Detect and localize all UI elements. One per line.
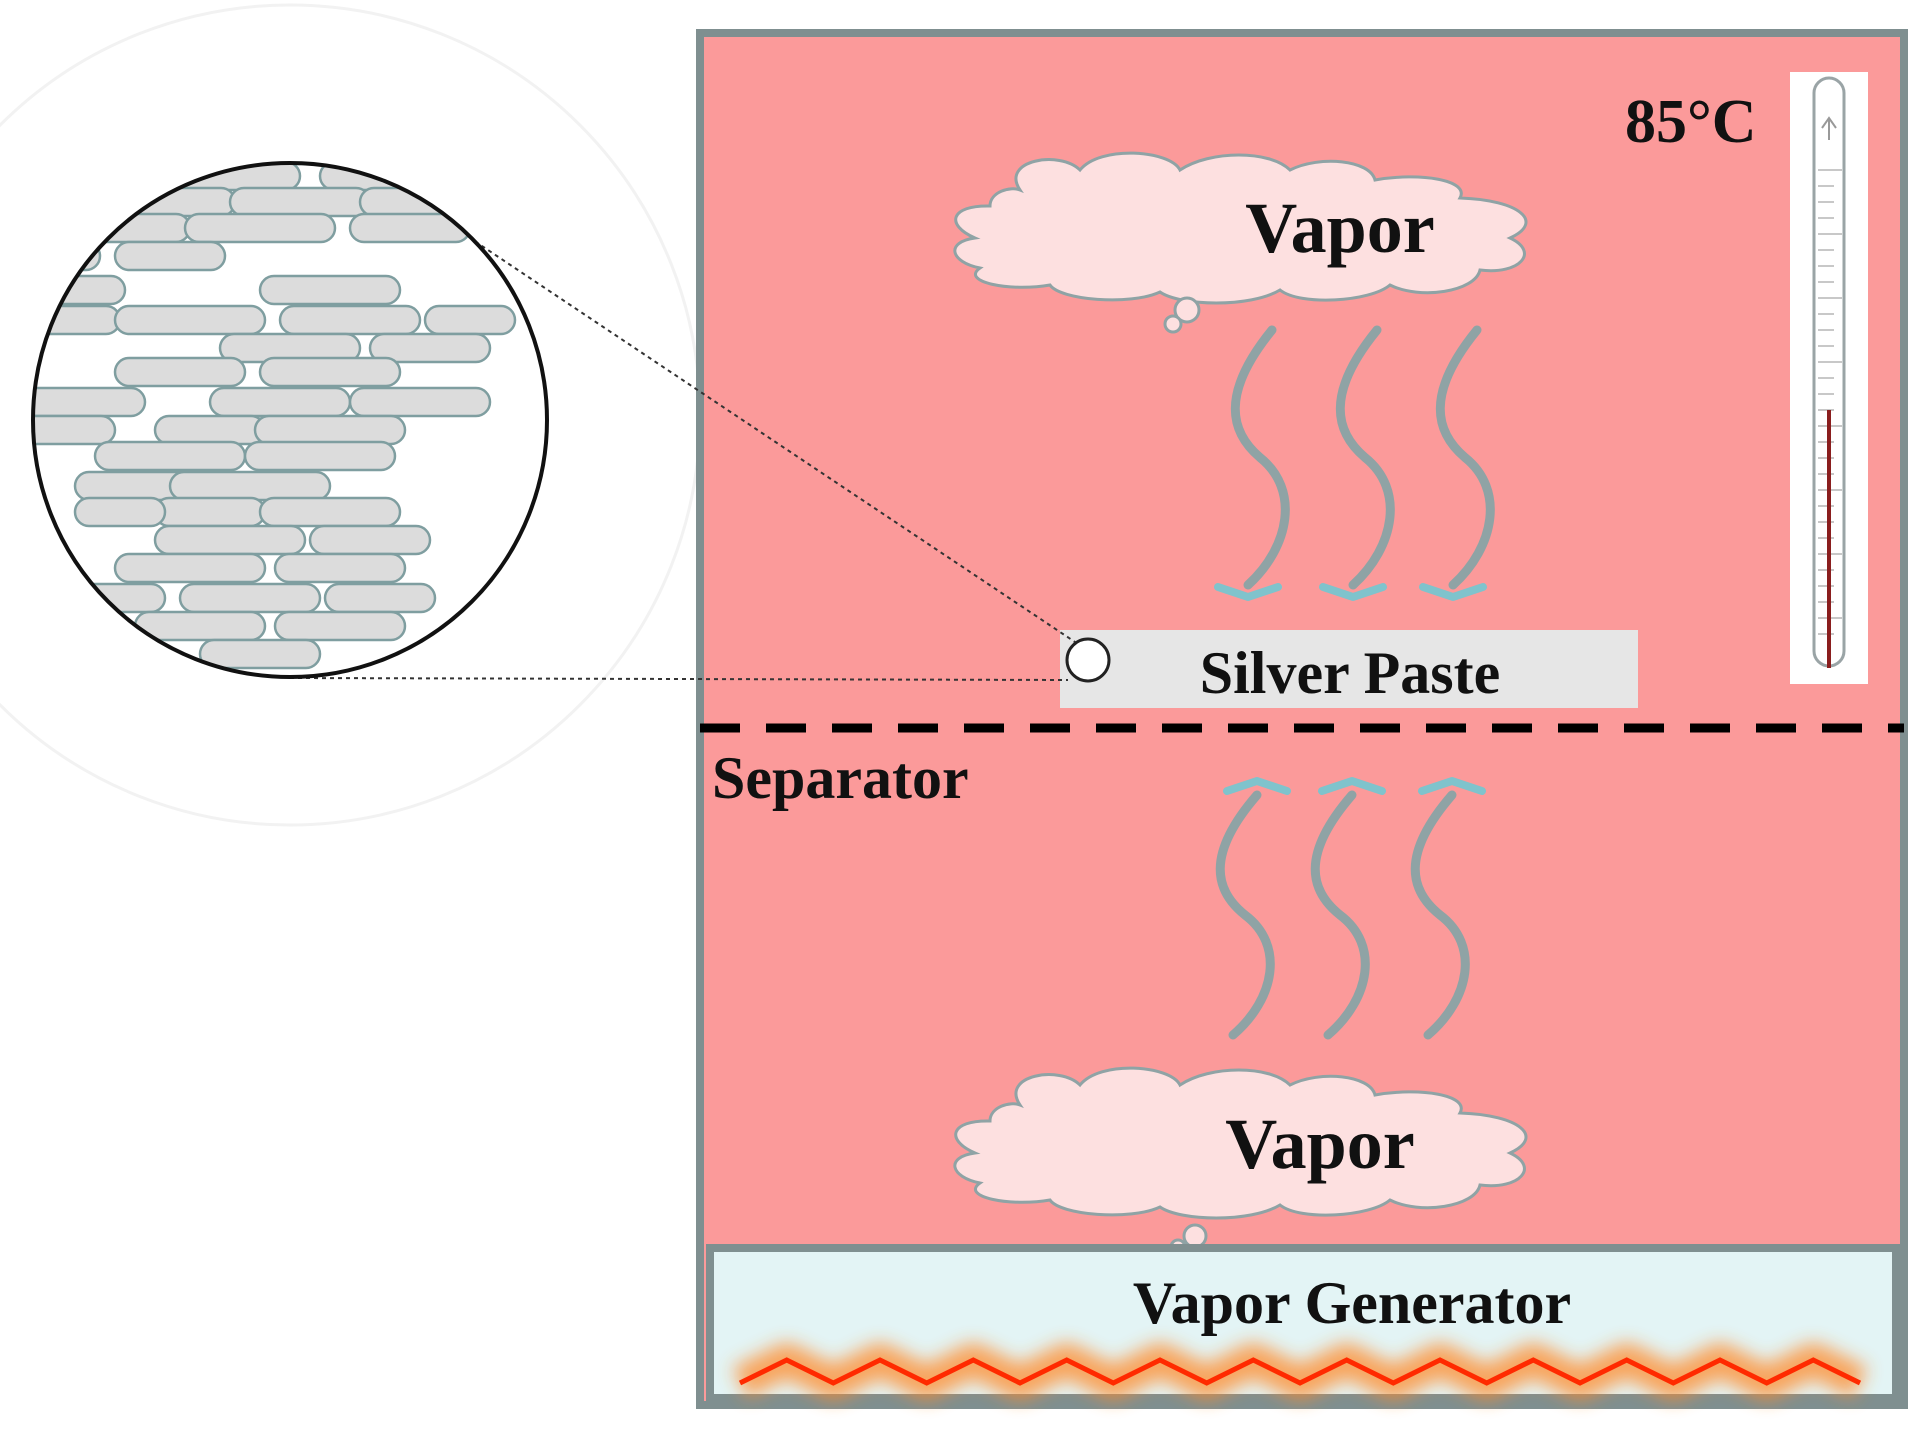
vapor-flow-down bbox=[1214, 325, 1495, 601]
vapor-bottom-label: Vapor bbox=[1225, 1104, 1414, 1184]
silver-flake bbox=[253, 414, 407, 446]
silver-flake bbox=[43, 163, 197, 192]
silver-flake bbox=[133, 163, 307, 166]
silver-flake bbox=[198, 638, 322, 670]
vapor-top-label: Vapor bbox=[1245, 188, 1434, 268]
silver-flake bbox=[33, 163, 192, 166]
silver-flake bbox=[368, 332, 492, 364]
silver-flake bbox=[93, 440, 247, 472]
zoom-circle-icon bbox=[31, 161, 549, 679]
temperature-label: 85°C bbox=[1625, 88, 1757, 156]
silver-flake bbox=[183, 212, 337, 244]
silver-flake bbox=[73, 496, 167, 528]
silver-flake bbox=[273, 610, 407, 642]
silver-flake bbox=[133, 610, 267, 642]
vapor-wave bbox=[1410, 790, 1470, 1040]
vapor-arrow-head bbox=[1319, 583, 1387, 601]
silver-flake bbox=[243, 440, 397, 472]
vapor-arrow-head bbox=[1418, 777, 1486, 795]
silver-flake bbox=[258, 496, 402, 528]
silver-flake bbox=[308, 524, 432, 556]
silver-flake bbox=[113, 240, 227, 272]
vapor-generator bbox=[706, 1244, 1900, 1402]
vapor-wave bbox=[1435, 325, 1495, 590]
vapor-generator-label: Vapor Generator bbox=[1133, 1270, 1571, 1336]
silver-flake bbox=[218, 163, 322, 166]
heating-element-icon bbox=[732, 1343, 1868, 1400]
vapor-arrow-head bbox=[1318, 777, 1386, 795]
silver-flake bbox=[258, 356, 402, 388]
silver-flake bbox=[113, 552, 267, 584]
silver-flake bbox=[348, 386, 492, 418]
silver-flake bbox=[278, 304, 422, 336]
vapor-wave bbox=[1310, 790, 1370, 1040]
silver-flake bbox=[33, 304, 122, 336]
silver-flake bbox=[208, 386, 352, 418]
silver-flake bbox=[178, 582, 322, 614]
silver-flake bbox=[153, 524, 307, 556]
silver-flake bbox=[153, 496, 267, 528]
zoom-connector bbox=[289, 227, 1076, 681]
vapor-cloud-bottom bbox=[953, 1066, 1528, 1256]
silver-flake bbox=[153, 414, 267, 446]
cloud-shape bbox=[953, 1066, 1528, 1220]
cloud-shape bbox=[953, 151, 1528, 305]
silver-flake bbox=[258, 274, 402, 306]
sample-spot bbox=[1065, 637, 1111, 683]
thermometer-icon bbox=[1790, 72, 1868, 684]
silver-flake bbox=[83, 186, 237, 218]
silver-flake bbox=[423, 304, 517, 336]
vapor-arrow-head bbox=[1223, 777, 1291, 795]
silver-flake bbox=[33, 582, 167, 614]
vapor-wave bbox=[1230, 325, 1290, 590]
silver-flake bbox=[33, 274, 127, 306]
silver-flake bbox=[33, 212, 72, 244]
silver-flake bbox=[273, 552, 407, 584]
separator-label: Separator bbox=[712, 745, 969, 811]
thermometer-scale bbox=[1818, 169, 1842, 635]
vapor-flow-up bbox=[1215, 777, 1486, 1040]
silver-paste-label: Silver Paste bbox=[1200, 640, 1501, 706]
silver-flake bbox=[113, 304, 267, 336]
silver-flake bbox=[113, 356, 247, 388]
silver-flake bbox=[168, 470, 332, 502]
silver-paste-sample bbox=[1060, 630, 1638, 708]
silver-flake bbox=[358, 186, 482, 218]
vapor-wave bbox=[1335, 325, 1395, 590]
silver-flake bbox=[33, 414, 117, 446]
vapor-cloud-top bbox=[953, 151, 1528, 334]
silver-flake bbox=[323, 582, 437, 614]
vapor-arrow-head bbox=[1214, 583, 1282, 601]
vapor-arrow-head bbox=[1419, 583, 1487, 601]
vapor-wave bbox=[1215, 790, 1275, 1040]
silver-flake bbox=[228, 186, 372, 218]
